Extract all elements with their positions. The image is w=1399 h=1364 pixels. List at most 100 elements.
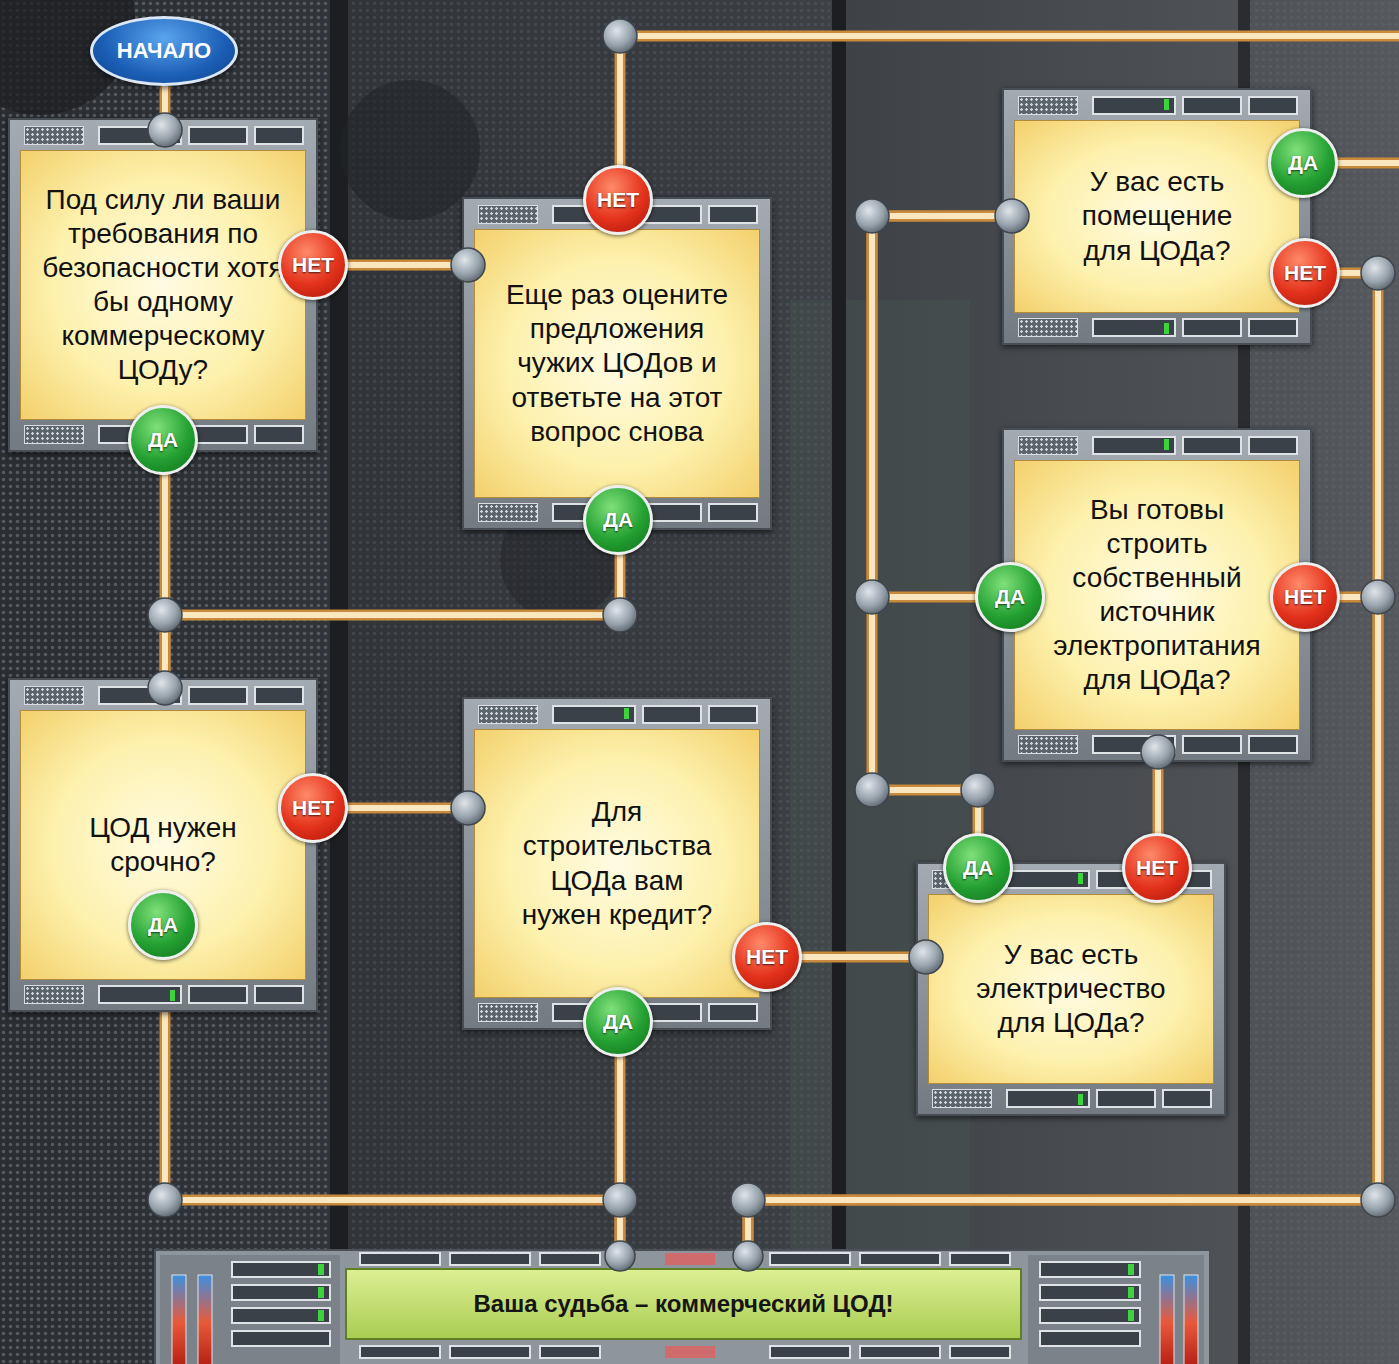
connector-core <box>772 954 916 960</box>
rack-equipment <box>790 300 970 1364</box>
indicator-bar <box>1160 1275 1174 1364</box>
drive-slot <box>188 425 248 444</box>
answer-badge: ДА <box>128 405 198 475</box>
edge-group <box>165 86 1378 1268</box>
badge-text: НЕТ <box>292 253 334 277</box>
screen-panel <box>474 729 760 998</box>
drive-slot <box>188 985 248 1004</box>
answer-badge: НЕТ <box>278 773 348 843</box>
answer-badge: ДА <box>583 485 653 555</box>
offpage-connector <box>1303 163 1399 164</box>
fan <box>0 0 135 115</box>
drive-slot <box>1096 870 1156 889</box>
drive-slot <box>254 126 304 145</box>
drive-slot <box>1248 318 1298 337</box>
offpage-connector <box>620 36 1399 200</box>
connector-core <box>748 273 1378 1268</box>
vent-grille <box>24 985 84 1004</box>
drive-slot <box>1162 870 1212 889</box>
rack-side <box>160 1255 340 1364</box>
answer-badge: ДА <box>975 562 1045 632</box>
drive-slot <box>552 1003 636 1022</box>
node-text: Ваша судьба – коммерческий ЦОД! <box>354 1289 1014 1318</box>
vent-grille <box>478 503 538 522</box>
connector <box>772 957 916 958</box>
drive-slot <box>1248 735 1298 754</box>
decision-box: У вас есть помещение для ЦОДа? <box>1002 88 1312 345</box>
connector <box>165 452 166 678</box>
status-led <box>1078 1094 1083 1105</box>
answer-badge: НЕТ <box>278 230 348 300</box>
badge-text: ДА <box>963 856 993 880</box>
answer-badge: НЕТ <box>1270 562 1340 632</box>
badge-text: НЕТ <box>1284 261 1326 285</box>
status-led <box>1164 323 1169 334</box>
connector-core <box>165 530 620 678</box>
connector-edge <box>165 1012 620 1268</box>
vent-grille <box>24 686 84 705</box>
drive-slot <box>1182 436 1242 455</box>
status-led <box>1164 740 1169 751</box>
connector-edge <box>872 216 1002 597</box>
vent-grille <box>1018 96 1078 115</box>
vent-grille <box>478 205 538 224</box>
process-box: Еще раз оцените предложения чужих ЦОДов … <box>462 197 772 530</box>
drive-slot <box>642 503 702 522</box>
drive-slot <box>708 205 758 224</box>
result-banner: Ваша судьба – коммерческий ЦОД! <box>345 1268 1022 1340</box>
drive-slot <box>1092 96 1176 115</box>
drive-slot <box>1182 96 1242 115</box>
status-led <box>624 1008 629 1019</box>
drive-slot <box>1162 1089 1212 1108</box>
vent-grille <box>478 1003 538 1022</box>
connector-core <box>318 805 462 811</box>
status-led <box>624 708 629 719</box>
fan <box>340 80 480 220</box>
answer-badge: ДА <box>583 987 653 1057</box>
start-oval: НАЧАЛО <box>90 16 238 86</box>
drive-slot <box>98 985 182 1004</box>
connector <box>620 1030 621 1268</box>
connector-edge <box>748 597 1378 1268</box>
drive-slot <box>552 205 636 224</box>
answer-badge: НЕТ <box>1270 238 1340 308</box>
drive-slot <box>642 205 702 224</box>
badge-text: ДА <box>603 508 633 532</box>
node-text: НАЧАЛО <box>98 38 230 65</box>
connector <box>872 216 1002 597</box>
vent-grille <box>932 1089 992 1108</box>
drive-slot <box>98 425 182 444</box>
fan <box>500 500 620 620</box>
badge-text: НЕТ <box>1136 856 1178 880</box>
drive-slot <box>708 1003 758 1022</box>
drive-slot <box>188 686 248 705</box>
connector-core <box>617 1030 623 1268</box>
connector-core <box>162 452 168 678</box>
rack-door <box>0 0 330 1364</box>
connector-edge <box>772 952 916 963</box>
drive-slot <box>1182 735 1242 754</box>
connector-core <box>165 1012 620 1268</box>
drive-slot <box>708 503 758 522</box>
drive-slot <box>254 425 304 444</box>
connector-edge <box>748 273 1378 1268</box>
connector-edge <box>160 86 171 118</box>
node-text: У вас есть электричество для ЦОДа? <box>956 938 1186 1040</box>
connector <box>165 86 166 118</box>
decision-box: Для строительства ЦОДа вам нужен кредит? <box>462 697 772 1030</box>
answer-badge: НЕТ <box>732 922 802 992</box>
connector <box>318 808 462 809</box>
connector-core <box>318 262 462 268</box>
status-leds <box>318 1264 1134 1321</box>
status-led <box>1164 99 1169 110</box>
drive-slot <box>708 705 758 724</box>
drive-slot <box>254 985 304 1004</box>
status-led <box>624 508 629 519</box>
drive-slot <box>1006 1089 1090 1108</box>
answer-badge: НЕТ <box>583 165 653 235</box>
screen-panel <box>1014 120 1300 313</box>
